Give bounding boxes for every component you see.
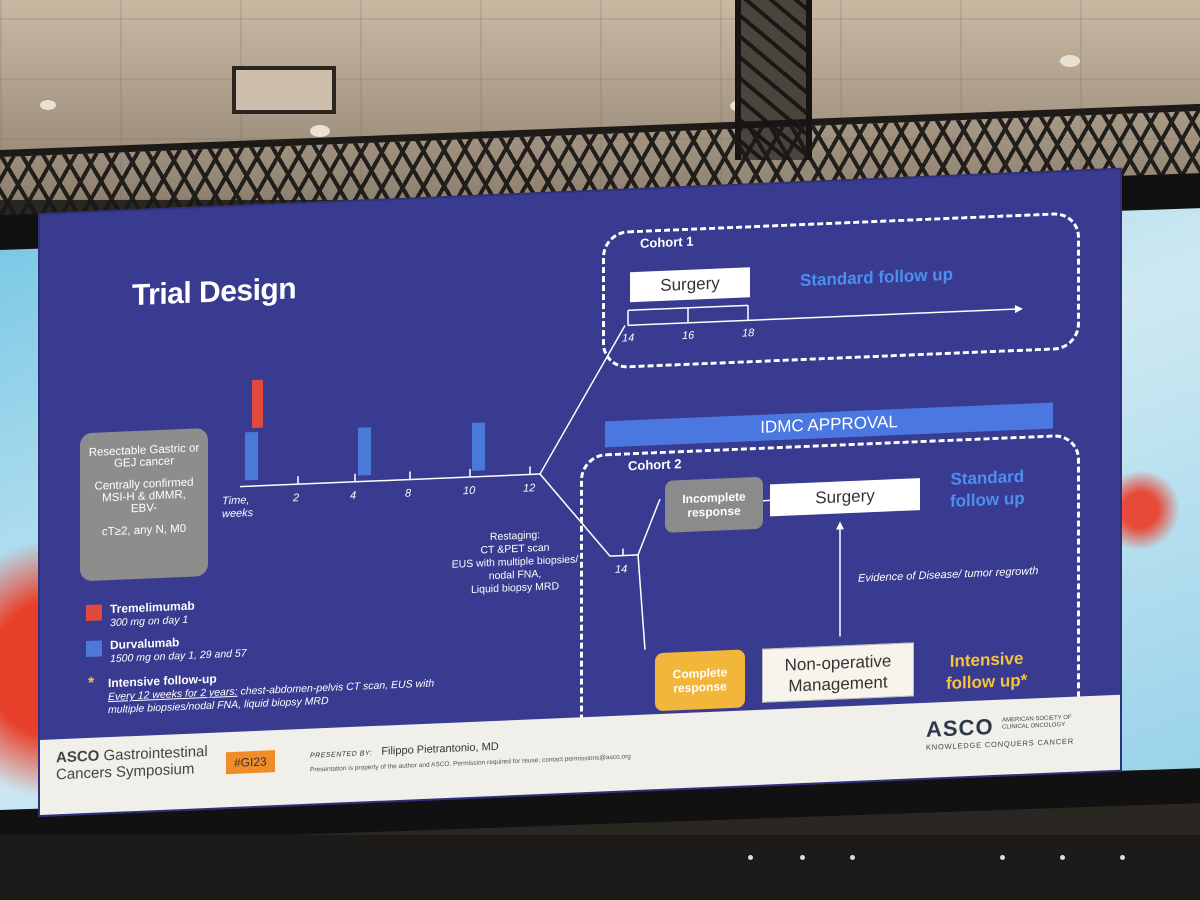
non-operative-management-box: Non-operative Management <box>762 642 914 703</box>
durvalumab-legend-name: Durvalumab <box>110 635 180 653</box>
complete-response-box: Complete response <box>655 649 745 712</box>
durvalumab-bar-day29 <box>358 427 371 476</box>
tick-label: 2 <box>293 492 300 505</box>
stage-light <box>1060 855 1065 860</box>
cohort2-axis <box>610 554 638 557</box>
cohort2-label: Cohort 2 <box>628 456 682 474</box>
cohort2-standard-follow-line2: follow up <box>950 488 1025 511</box>
asco-logo: ASCO AMERICAN SOCIETY OF CLINICAL ONCOLO… <box>926 711 1074 752</box>
ceiling-light <box>1060 55 1080 67</box>
fork-down-complete <box>637 554 646 650</box>
cohort1-tick-label: 16 <box>682 329 695 343</box>
eligibility-box: Resectable Gastric or GEJ cancer Central… <box>80 427 208 582</box>
intensive-line2: follow up* <box>946 670 1028 694</box>
surgery-bracket <box>628 304 748 312</box>
tick-label: 4 <box>350 489 357 503</box>
ceiling-light <box>310 125 330 137</box>
incomplete-response-box: Incomplete response <box>665 476 763 533</box>
eligibility-line1: Resectable Gastric or GEJ cancer <box>88 442 200 470</box>
durvalumab-bar-day1 <box>245 431 258 481</box>
cohort2-standard-follow: Standard follow up <box>950 466 1025 513</box>
time-axis-label: Time, weeks <box>222 494 254 521</box>
tick-label: 10 <box>463 484 476 498</box>
symposium-logo-asco: ASCO <box>56 747 100 767</box>
stage-light <box>800 855 805 860</box>
tick-label: 12 <box>523 482 536 495</box>
presentation-slide: Trial Design <box>40 169 1120 815</box>
stage-bottom <box>0 835 1200 900</box>
ceiling-light <box>40 100 56 110</box>
branch-cohort1 <box>539 325 626 475</box>
cohort1-tick-label: 14 <box>622 332 635 345</box>
symposium-logo: ASCO Gastrointestinal Cancers Symposium <box>56 743 208 783</box>
cohort1-surgery-box: Surgery <box>630 267 750 303</box>
cohort1-tick-label: 18 <box>742 327 755 340</box>
durvalumab-bar-day57 <box>472 422 485 471</box>
hashtag-badge: #GI23 <box>226 750 275 775</box>
diagram-lines <box>240 304 1023 650</box>
tremelimumab-legend-swatch <box>86 604 102 622</box>
stage-light <box>1000 855 1005 860</box>
branch-cohort2 <box>539 473 611 557</box>
stage-light <box>850 855 855 860</box>
cohort2-surgery-box: Surgery <box>770 478 920 517</box>
cohort2-tick-label: 14 <box>615 563 628 576</box>
cohort2-standard-follow-line1: Standard <box>950 466 1025 489</box>
intensive-follow-up-label: Intensive follow up* <box>946 648 1027 695</box>
evidence-arrowhead <box>836 521 844 530</box>
fork-up-incomplete <box>637 498 661 556</box>
tick-label: 8 <box>405 487 412 500</box>
eligibility-line2: Centrally confirmed MSI-H & dMMR, EBV- <box>94 476 194 516</box>
asterisk-icon: * <box>88 674 95 692</box>
cohort1-axis <box>628 308 1015 327</box>
durvalumab-legend-swatch <box>86 640 102 658</box>
presented-by-label: PRESENTED BY: <box>310 750 373 760</box>
cohort1-label: Cohort 1 <box>640 233 694 251</box>
eligibility-line3: cT≥2, any N, M0 <box>101 522 187 539</box>
stage-light <box>748 855 753 860</box>
stage-light <box>1120 855 1125 860</box>
presented-by: PRESENTED BY: Filippo Pietrantonio, MD <box>310 741 499 761</box>
timeline-axis <box>240 473 540 488</box>
restaging-note: Restaging: CT &PET scan EUS with multipl… <box>435 527 595 599</box>
cohort1-arrowhead <box>1015 305 1023 314</box>
presenter-name: Filippo Pietrantonio, MD <box>381 740 499 758</box>
ceiling-vent <box>232 66 336 114</box>
tremelimumab-bar <box>252 379 263 429</box>
